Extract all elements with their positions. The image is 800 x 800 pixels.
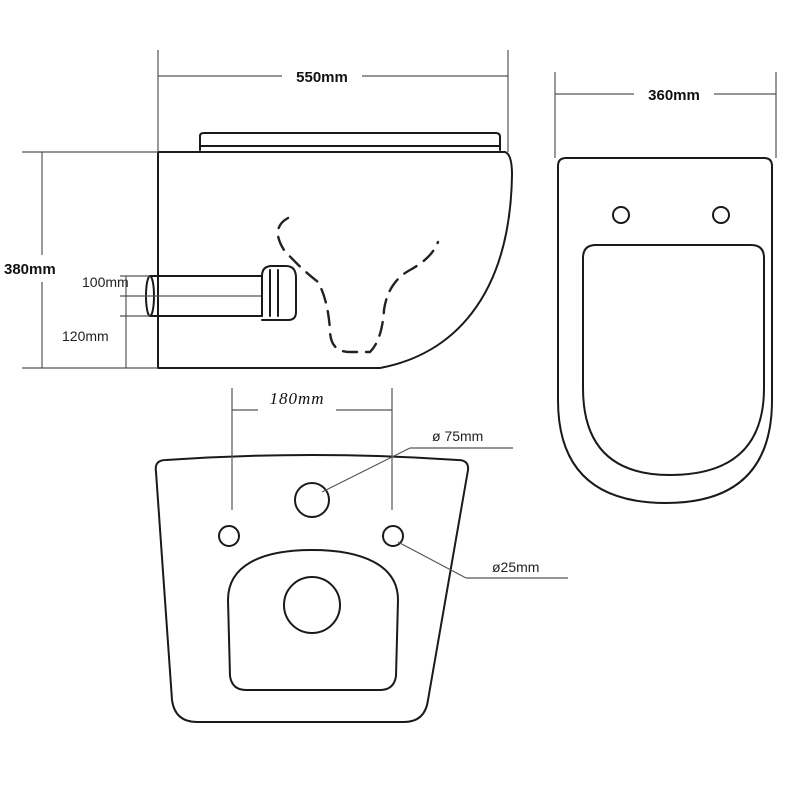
dim-25-label: ø25mm xyxy=(492,559,539,575)
dim-380-label: 380mm xyxy=(4,261,56,278)
dim-360-label: 360mm xyxy=(648,87,700,104)
dim-100-label: 100mm xyxy=(82,274,129,290)
rear-view-fixing-hole-left xyxy=(218,525,240,547)
rear-view-fixing-hole-right xyxy=(382,525,404,547)
dim-180-label: 180mm xyxy=(269,389,324,408)
rear-view-seat-plate xyxy=(227,549,399,691)
front-view-hinge-hole-left xyxy=(612,206,630,224)
dim-120-label: 120mm xyxy=(62,328,109,344)
front-view: 360mm xyxy=(554,72,777,504)
side-view-seat xyxy=(199,132,501,151)
dim-75-label: ø 75mm xyxy=(432,428,483,444)
side-view-trap xyxy=(261,265,297,321)
dim-75-leader xyxy=(321,447,411,493)
rear-view-outline xyxy=(154,454,470,723)
side-view-bowl xyxy=(157,151,513,369)
dim-25-leader xyxy=(397,541,467,579)
dim-550-label: 550mm xyxy=(296,69,348,86)
rear-view-waste-hole xyxy=(294,482,330,518)
side-view: 550mm 380mm 100mm 120mm xyxy=(4,50,513,369)
front-view-hinge-hole-right xyxy=(712,206,730,224)
front-view-seat xyxy=(582,244,765,476)
rear-view: 180mm ø 75mm ø25mm xyxy=(154,388,568,723)
side-view-internal-profile xyxy=(276,216,440,354)
front-view-outline xyxy=(557,157,773,504)
rear-view-outlet-hole xyxy=(283,576,341,634)
